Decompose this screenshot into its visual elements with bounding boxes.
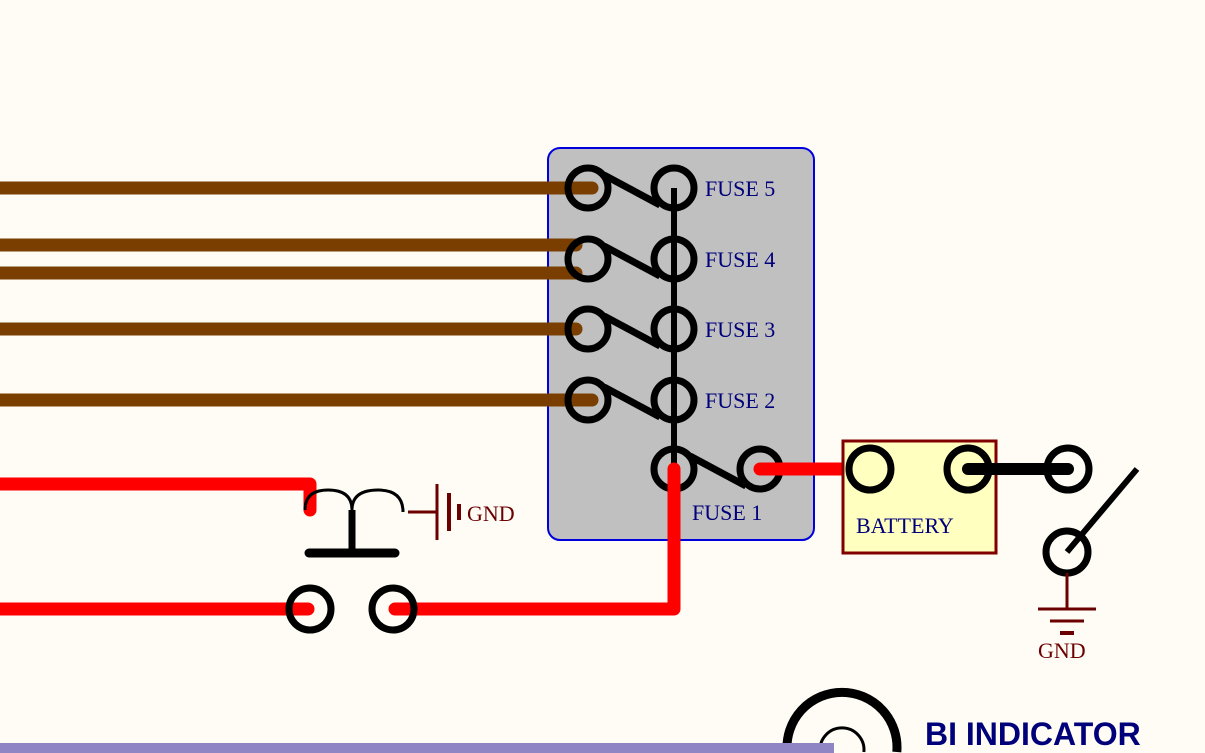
battery [841, 439, 998, 555]
fuse-1-label: FUSE 1 [692, 500, 762, 525]
relay-ground-icon [408, 484, 461, 540]
red-wires [0, 462, 877, 616]
fuse-3 [564, 305, 698, 353]
battery-label: BATTERY [856, 513, 954, 538]
fuse-3-label: FUSE 3 [705, 317, 775, 342]
fuse-5-label: FUSE 5 [705, 176, 775, 201]
indicator-bar [0, 743, 834, 753]
fuse-4 [564, 235, 698, 283]
battery-terminals [845, 444, 993, 494]
wire-switch-to-fuse1 [388, 462, 681, 616]
switch-gnd-label: GND [1038, 638, 1086, 663]
indicator-label: BI INDICATOR [925, 716, 1141, 752]
push-switch [285, 584, 418, 634]
relay-coil [303, 488, 405, 558]
fuses [564, 164, 784, 493]
relay-gnd-label: GND [467, 501, 515, 526]
wire-relay-feed [0, 477, 317, 517]
switch-ground-icon [1038, 573, 1096, 635]
brown-wires [0, 181, 599, 407]
fuse-4-label: FUSE 4 [705, 247, 775, 272]
fuse-2 [564, 376, 698, 424]
fuse-5 [564, 164, 698, 212]
fuse-2-label: FUSE 2 [705, 388, 775, 413]
indicator-lamp-icon [782, 687, 902, 753]
